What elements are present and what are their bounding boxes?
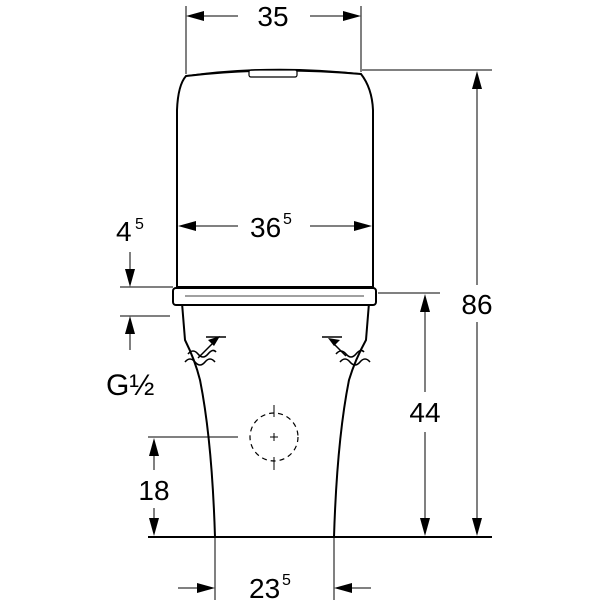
dim-23-sup: 5 [282,572,291,589]
dim-23-label: 23 [249,573,280,600]
dim-seat-gap: 4 5 [116,216,173,350]
dim-4-sup: 5 [135,216,144,233]
waste-outlet [249,405,299,470]
dim-86-label: 86 [461,289,492,320]
dim-44-label: 44 [409,397,440,428]
dim-4-label: 4 [116,216,132,247]
water-inlet-left [184,336,226,366]
dim-35-label: 35 [257,1,288,32]
water-inlet-right [322,336,371,366]
dim-18-label: 18 [138,475,169,506]
pedestal-outline [180,302,371,538]
dim-total-height: 86 [362,69,493,536]
flush-button [248,69,298,78]
dim-tank-width: 36 5 [178,211,372,243]
cistern-outline [176,69,374,288]
dim-tank-depth: 35 [185,1,362,74]
lid-top [185,68,362,77]
dim-36-sup: 5 [283,211,292,228]
dim-seat-height: 44 [378,292,441,536]
dim-outlet-height: 18 [138,436,238,536]
dim-36-label: 36 [250,212,281,243]
water-connection-label: G½ [106,369,154,402]
seat-lid [172,287,377,306]
dim-base-width: 23 5 [178,537,371,600]
